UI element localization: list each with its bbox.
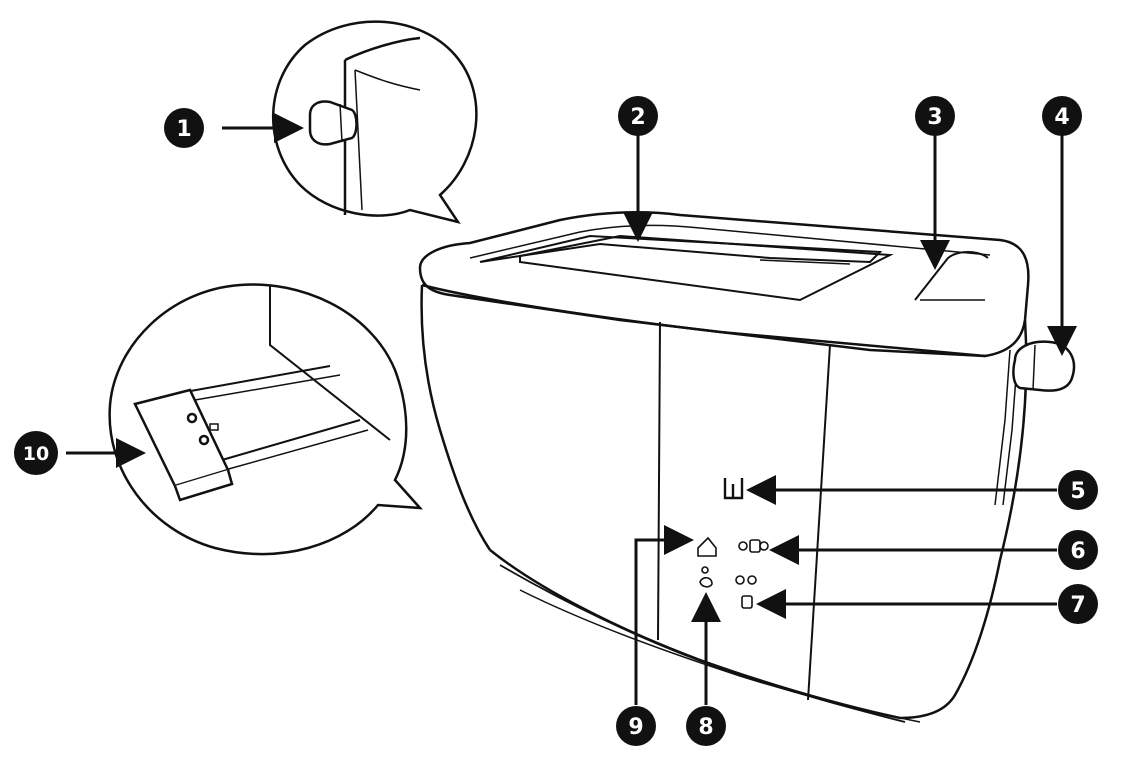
callout-arrows xyxy=(66,113,1077,705)
callout-3: 3 xyxy=(915,96,955,136)
callout-7-label: 7 xyxy=(1070,593,1085,618)
callout-5-label: 5 xyxy=(1070,479,1085,504)
detail-bubble-crumb-tray xyxy=(108,283,423,556)
callout-6: 6 xyxy=(1058,530,1098,570)
callout-3-label: 3 xyxy=(927,105,942,130)
callout-5: 5 xyxy=(1058,470,1098,510)
callout-1: 1 xyxy=(164,108,204,148)
callout-9: 9 xyxy=(616,706,656,746)
callout-10: 10 xyxy=(14,431,58,475)
detail-bubble-lever xyxy=(272,20,478,224)
callout-8-label: 8 xyxy=(698,715,713,740)
callout-2: 2 xyxy=(618,96,658,136)
callout-10-label: 10 xyxy=(23,443,49,465)
control-icons xyxy=(697,478,769,609)
toaster-body xyxy=(418,211,1030,723)
callout-2-label: 2 xyxy=(630,105,645,130)
callout-8: 8 xyxy=(686,706,726,746)
callout-1-label: 1 xyxy=(176,117,191,142)
lever-knob xyxy=(1012,340,1076,392)
callout-7: 7 xyxy=(1058,584,1098,624)
callout-4: 4 xyxy=(1042,96,1082,136)
callout-9-label: 9 xyxy=(628,715,643,740)
callout-6-label: 6 xyxy=(1070,539,1085,564)
callout-4-label: 4 xyxy=(1054,105,1069,130)
